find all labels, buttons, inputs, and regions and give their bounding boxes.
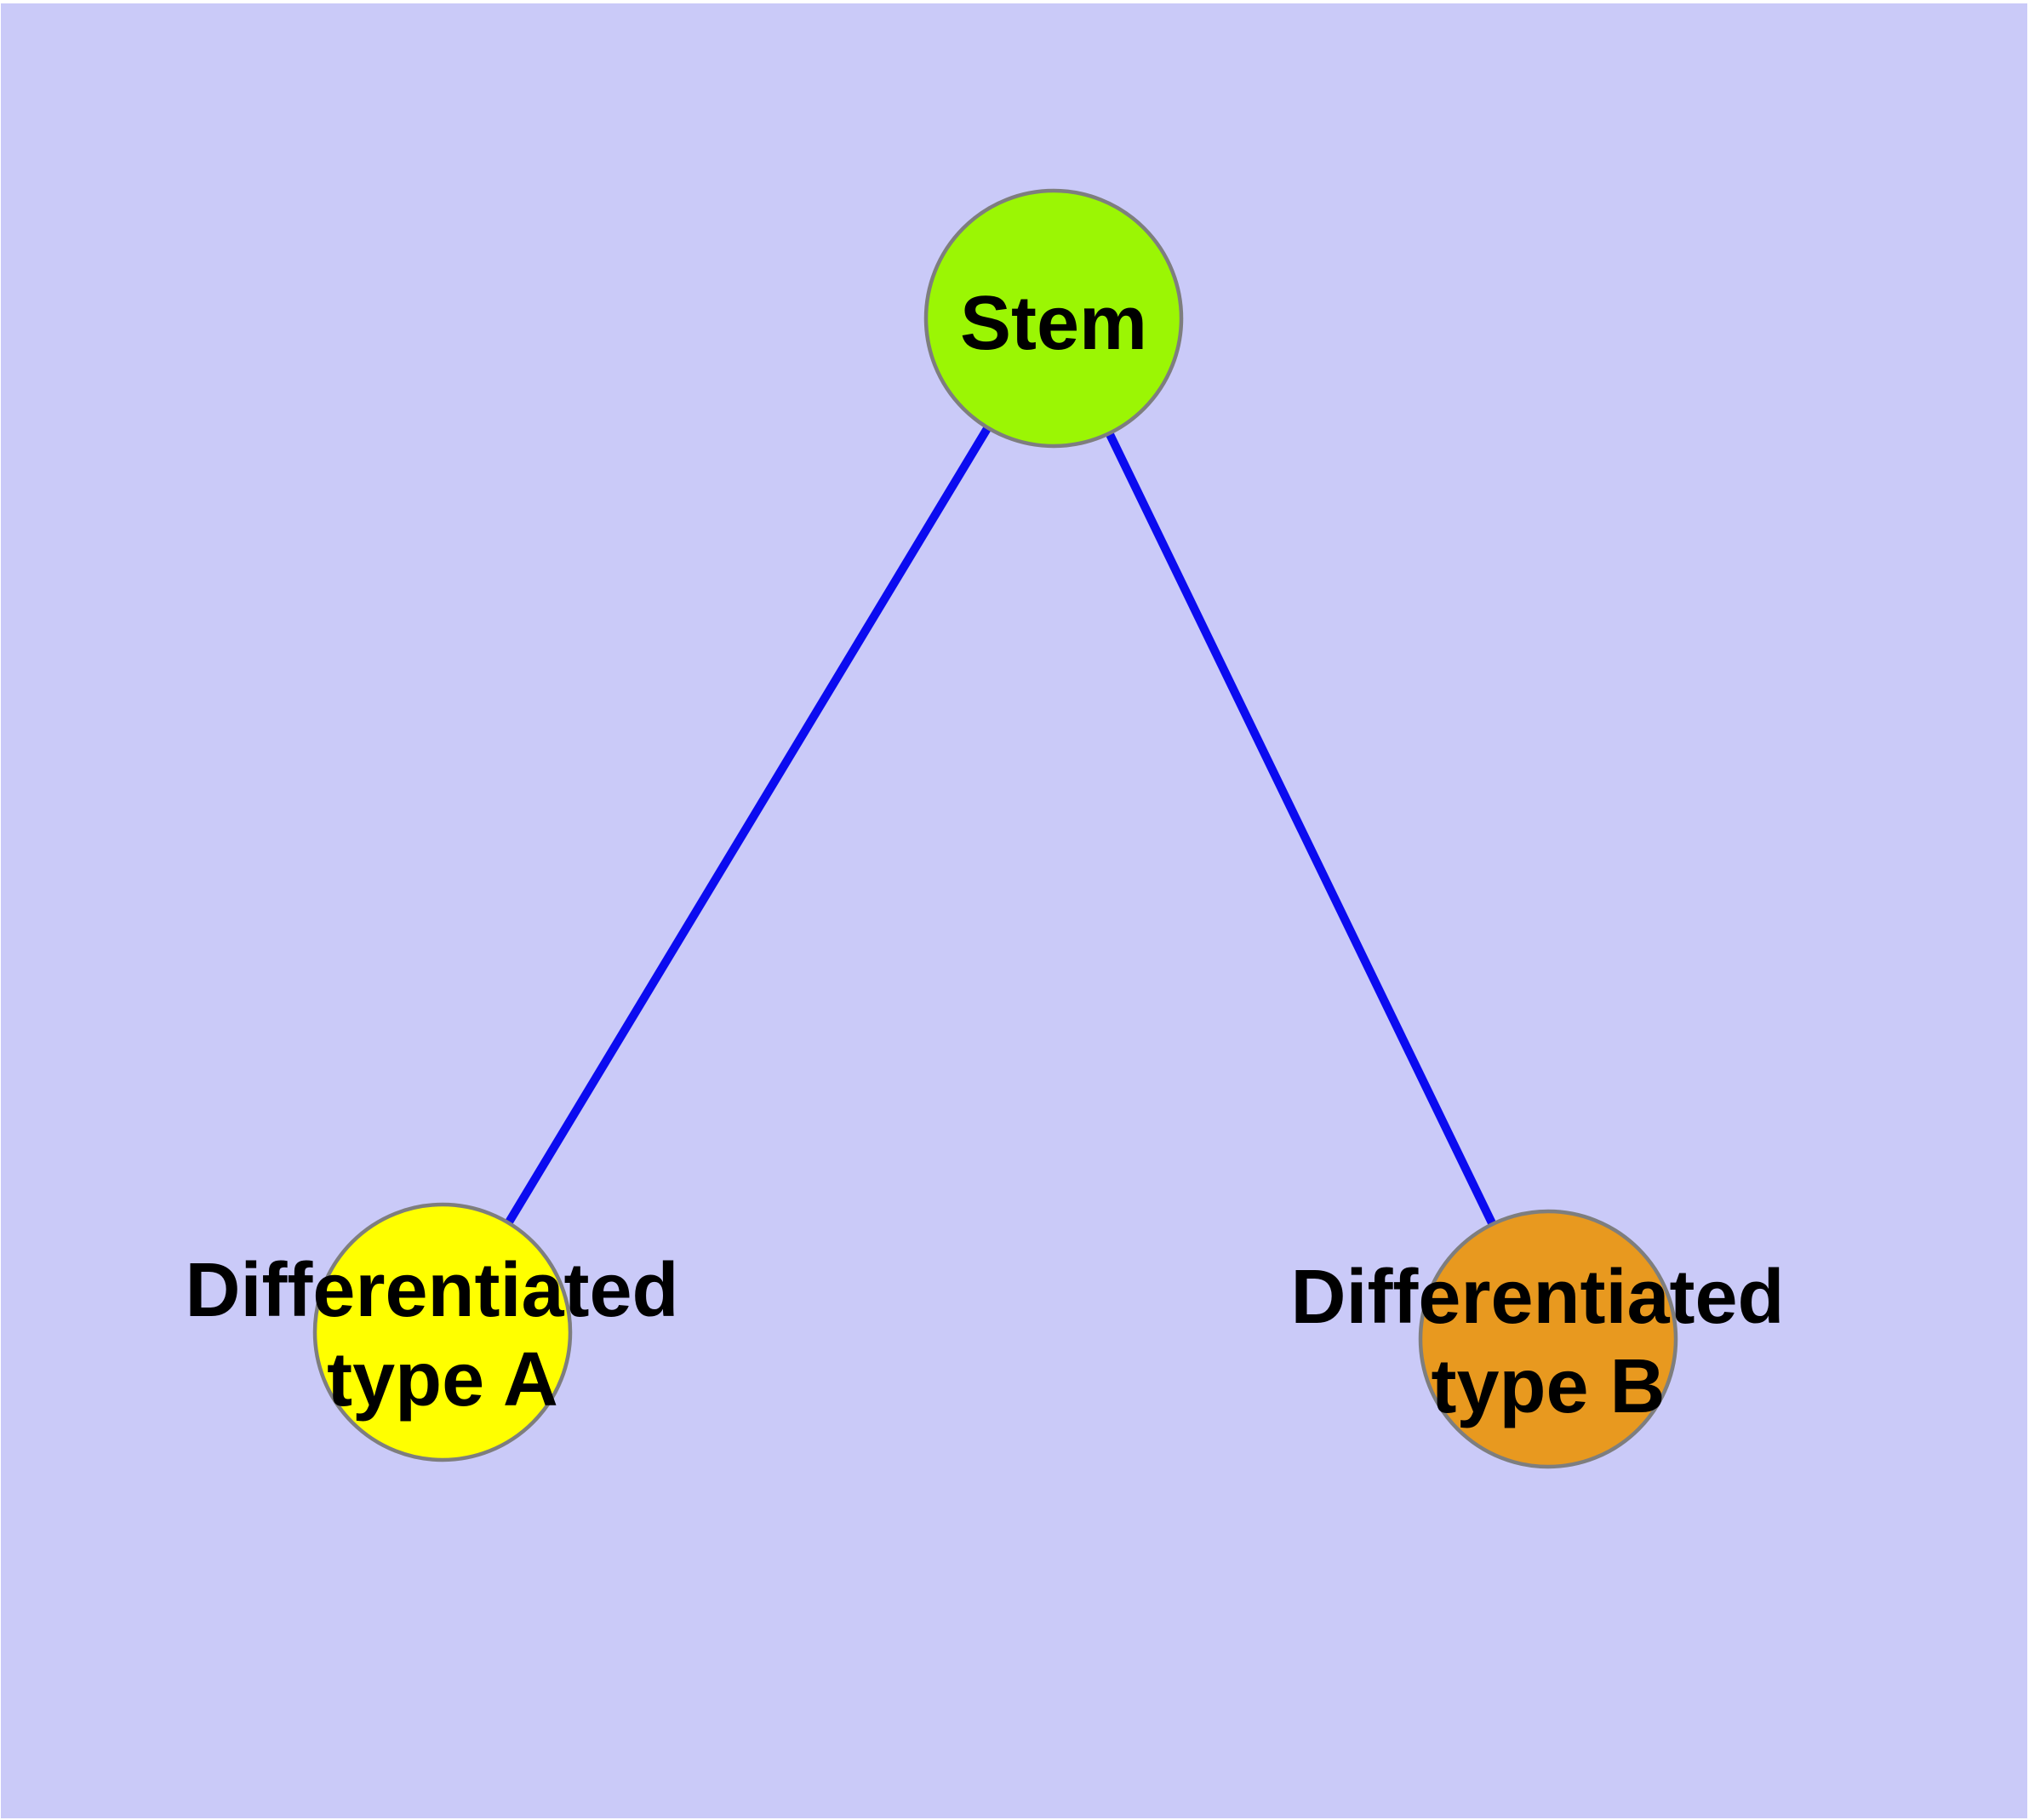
node-type-b: [1418, 1209, 1678, 1469]
edge-stem-to-type-a: [438, 316, 1058, 1335]
edge-stem-to-type-b: [1049, 316, 1552, 1342]
node-type-a: [312, 1202, 573, 1462]
node-type-a-label-line1: Differentiated: [185, 1248, 678, 1333]
node-type-b-label-line1: Differentiated: [1290, 1255, 1784, 1340]
node-type-a-label: Differentiated type A: [185, 1248, 700, 1422]
node-type-b-label: Differentiated type B: [1290, 1255, 1805, 1429]
node-stem-label: Stem: [960, 281, 1147, 366]
node-type-b-label-line2: type B: [1431, 1344, 1665, 1429]
node-stem: [923, 188, 1184, 449]
node-type-a-label-line2: type A: [327, 1337, 558, 1422]
